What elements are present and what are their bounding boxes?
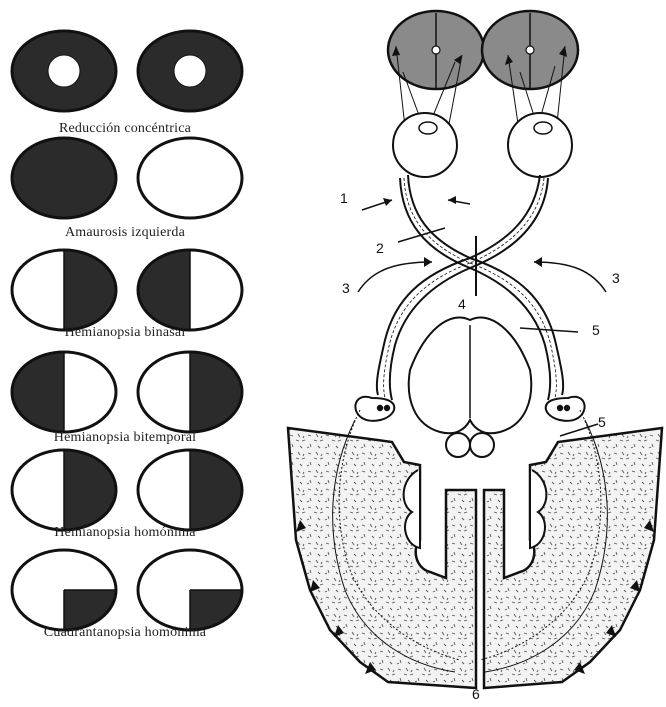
caption-concentric-reduction: Reducción concéntrica bbox=[0, 121, 250, 137]
label-4: 4 bbox=[458, 296, 466, 312]
label-2: 2 bbox=[376, 240, 384, 256]
label-5-lower: 5 bbox=[598, 414, 606, 430]
field-bitemporal-right-eye bbox=[138, 352, 242, 432]
field-bitemporal-left-eye bbox=[12, 352, 116, 432]
label-6: 6 bbox=[472, 686, 480, 702]
caption-homonymous-quadrantanopsia: Cuadrantanopsia homónima bbox=[0, 625, 250, 641]
left-visual-field-projection bbox=[388, 11, 484, 89]
field-amaurosis-right-eye bbox=[138, 138, 242, 218]
field-quadrant-left-eye bbox=[12, 550, 116, 630]
field-concentric-left-eye bbox=[12, 31, 116, 111]
field-concentric-right-eye bbox=[138, 31, 242, 111]
field-homonymous-left-eye bbox=[12, 450, 116, 530]
caption-left-amaurosis: Amaurosis izquierda bbox=[0, 225, 250, 241]
field-binasal-right-eye bbox=[138, 250, 242, 330]
field-quadrant-right-eye bbox=[138, 550, 242, 630]
label-3-right: 3 bbox=[612, 270, 620, 286]
caption-bitemporal-hemianopsia: Hemianopsia bitemporal bbox=[0, 430, 250, 446]
caption-binasal-hemianopsia: Hemianopsia binasal bbox=[0, 325, 250, 341]
caption-homonymous-hemianopsia: Hemianopsia homónima bbox=[0, 525, 250, 541]
field-amaurosis-left-eye bbox=[12, 138, 116, 218]
field-binasal-left-eye bbox=[12, 250, 116, 330]
label-1: 1 bbox=[340, 190, 348, 206]
midbrain bbox=[409, 317, 532, 457]
label-3-left: 3 bbox=[342, 280, 350, 296]
visual-pathway bbox=[288, 11, 662, 688]
label-5-upper: 5 bbox=[592, 322, 600, 338]
right-eye bbox=[508, 113, 572, 177]
left-eye bbox=[393, 113, 457, 177]
field-homonymous-right-eye bbox=[138, 450, 242, 530]
